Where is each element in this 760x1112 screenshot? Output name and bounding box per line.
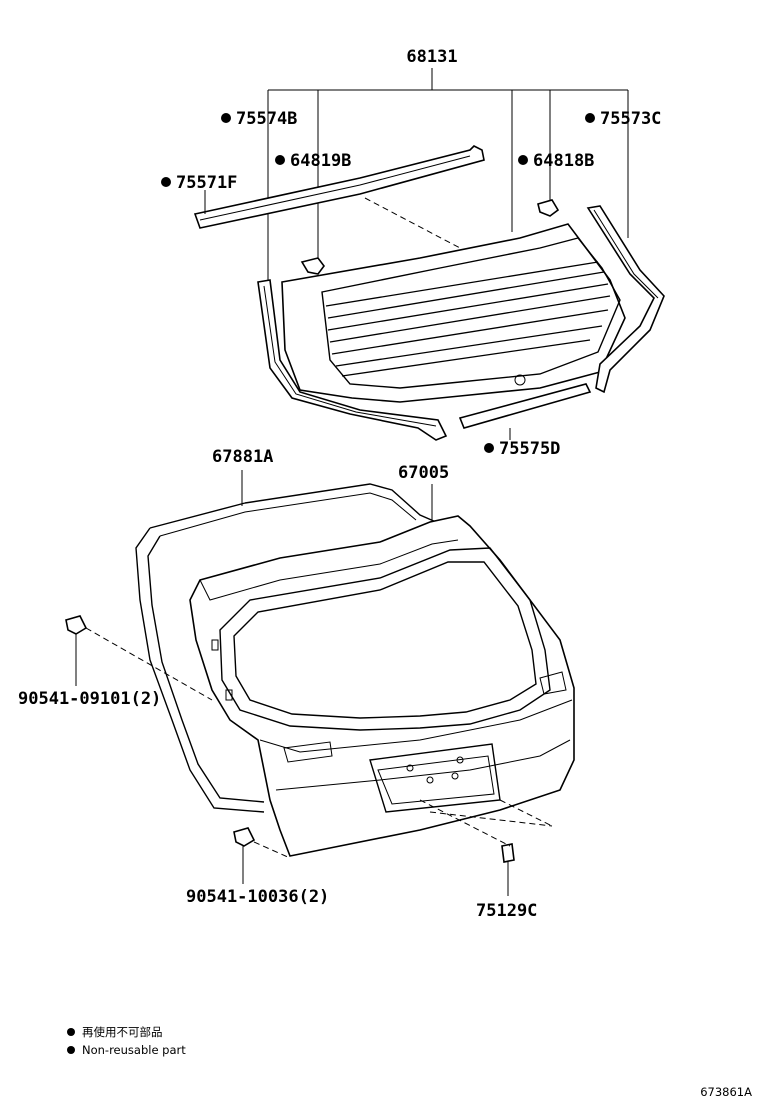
hole-plug	[501, 843, 515, 863]
legend-en: Non-reusable part	[82, 1043, 186, 1057]
label-64818B: 64818B	[533, 151, 594, 171]
label-90541-09101: 90541-09101(2)	[18, 689, 161, 709]
back-window-glass	[281, 223, 626, 403]
clip-64819B	[300, 257, 325, 275]
cushion-bumper-upper	[65, 615, 88, 635]
legend-dot	[67, 1046, 75, 1054]
lower-molding-strip	[458, 383, 592, 429]
legend-dot	[67, 1028, 75, 1036]
label-64819B: 64819B	[290, 151, 351, 171]
nonreusable-dot	[585, 113, 595, 123]
nonreusable-dot	[484, 443, 494, 453]
cushion-bumper-lower	[233, 827, 256, 847]
label-67005: 67005	[398, 463, 449, 483]
label-68131: 68131	[406, 47, 457, 67]
right-side-molding	[586, 205, 665, 394]
back-door-panel	[189, 515, 575, 857]
nonreusable-dot	[518, 155, 528, 165]
left-side-molding	[257, 279, 448, 441]
nonreusable-dot	[221, 113, 231, 123]
label-75574B: 75574B	[236, 109, 297, 129]
label-75573C: 75573C	[600, 109, 661, 129]
figure-id: 673861A	[700, 1085, 752, 1099]
label-75571F: 75571F	[176, 173, 237, 193]
weatherstrip	[135, 483, 437, 813]
leader-68131	[267, 68, 629, 282]
label-75575D: 75575D	[499, 439, 560, 459]
nonreusable-dot	[161, 177, 171, 187]
clip-64818B	[537, 199, 560, 217]
label-90541-10036: 90541-10036(2)	[186, 887, 329, 907]
legend-jp: 再使用不可部品	[82, 1025, 163, 1039]
upper-garnish-strip	[193, 145, 485, 229]
label-75129C: 75129C	[476, 901, 537, 921]
label-67881A: 67881A	[212, 447, 273, 467]
nonreusable-dot	[275, 155, 285, 165]
